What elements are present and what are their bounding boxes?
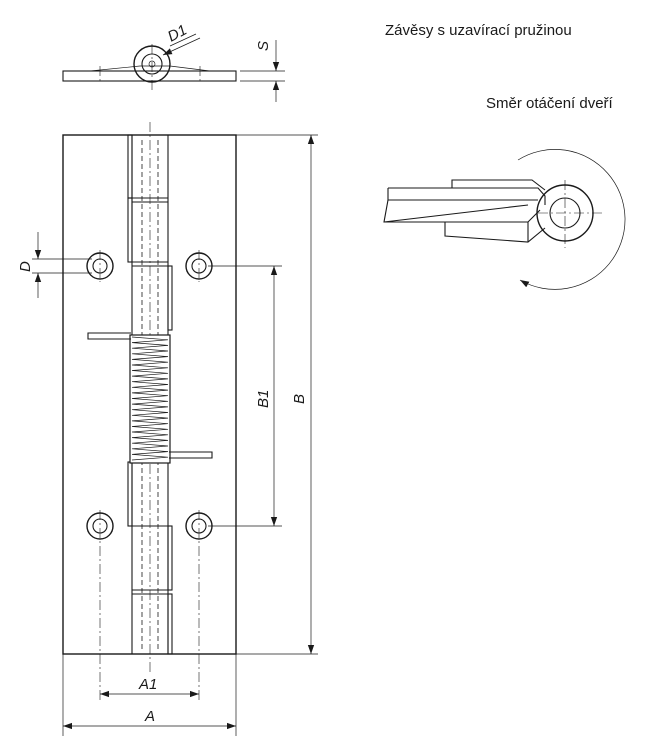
hinge-top-view: D1 S	[62, 22, 285, 102]
dim-b: B	[236, 134, 318, 655]
screw-holes	[86, 250, 282, 700]
dim-label-b1: B1	[255, 390, 272, 408]
dim-label-d1: D1	[165, 22, 190, 46]
dim-label-a: A	[144, 708, 155, 725]
rotation-leaf-upper	[388, 187, 546, 205]
top-view-leaf-plate	[62, 70, 237, 82]
knuckle-pin-circle	[141, 53, 163, 75]
spring-leg-bottom	[169, 451, 213, 459]
dim-label-a1: A1	[138, 676, 157, 693]
closing-spring	[87, 332, 213, 464]
rotation-direction-arrow	[517, 149, 626, 290]
door-rotation-diagram	[383, 149, 626, 290]
dim-label-d: D	[17, 261, 34, 272]
dim-d: D	[17, 232, 92, 298]
spring-coil	[131, 336, 169, 461]
rotation-leaf-lower	[383, 199, 541, 223]
knuckle-outer-circle	[133, 45, 171, 83]
dim-a: A	[62, 654, 237, 736]
dim-b1: B1	[255, 266, 278, 526]
hinge-front-view: D B1 B A1 A	[17, 122, 318, 736]
drawing-title: Závěsy s uzavírací pružinou	[385, 22, 572, 39]
hinge-outline	[62, 134, 237, 655]
rotation-direction-label: Směr otáčení dveří	[486, 95, 614, 112]
spring-leg-top	[87, 332, 131, 340]
dim-label-b: B	[291, 394, 308, 404]
dim-a1: A1	[100, 676, 199, 698]
knuckle-segments	[127, 134, 173, 655]
dim-label-s: S	[255, 41, 272, 51]
